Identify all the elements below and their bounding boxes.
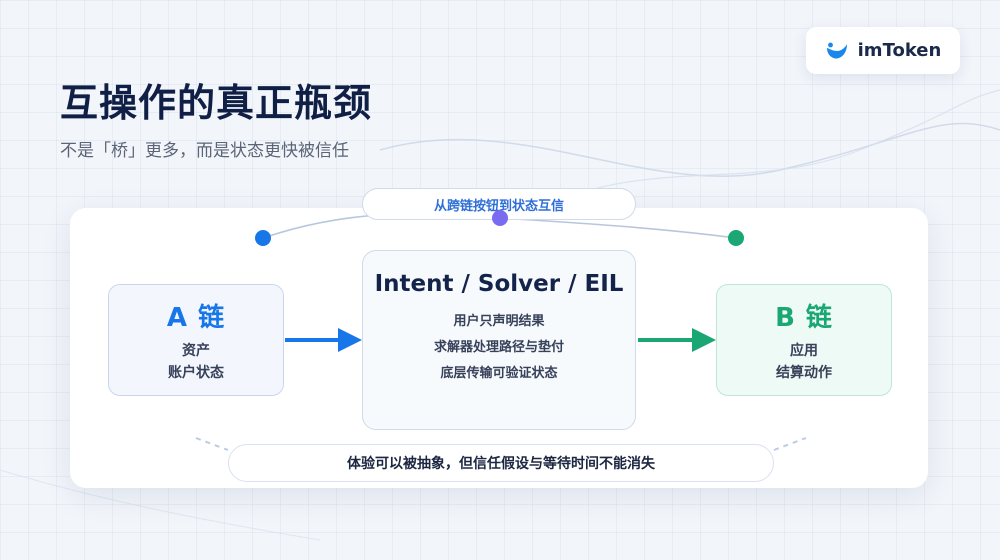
node-dot-center: [492, 210, 508, 226]
chain-b-line: 应用: [790, 342, 818, 359]
page-subtitle: 不是「桥」更多，而是状态更快被信任: [60, 141, 349, 161]
brand-logo-card: imToken: [806, 27, 960, 74]
chain-a-line: 资产: [182, 342, 210, 359]
node-dot-a: [255, 230, 271, 246]
chain-a-title: A 链: [166, 302, 226, 333]
page-title: 互操作的真正瓶颈: [60, 81, 373, 125]
bottom-note-pill: 体验可以被抽象，但信任假设与等待时间不能消失: [228, 444, 774, 482]
brand-name: imToken: [857, 40, 942, 61]
chain-b-line: 结算动作: [776, 364, 832, 381]
chain-a-box: A 链 资产 账户状态: [108, 284, 284, 396]
imtoken-wave-icon: [826, 42, 847, 59]
arrow-a-to-center: [285, 328, 362, 352]
center-box: Intent / Solver / EIL 用户只声明结果 求解器处理路径与垫付…: [362, 250, 636, 430]
arrow-center-to-b: [638, 328, 716, 352]
chain-a-line: 账户状态: [168, 364, 224, 381]
center-title: Intent / Solver / EIL: [374, 271, 624, 297]
center-line: 用户只声明结果: [453, 314, 545, 329]
node-dot-b: [728, 230, 744, 246]
chain-b-title: B 链: [775, 302, 833, 333]
chain-b-box: B 链 应用 结算动作: [716, 284, 892, 396]
center-line: 底层传输可验证状态: [440, 366, 558, 381]
center-line: 求解器处理路径与垫付: [433, 340, 564, 355]
